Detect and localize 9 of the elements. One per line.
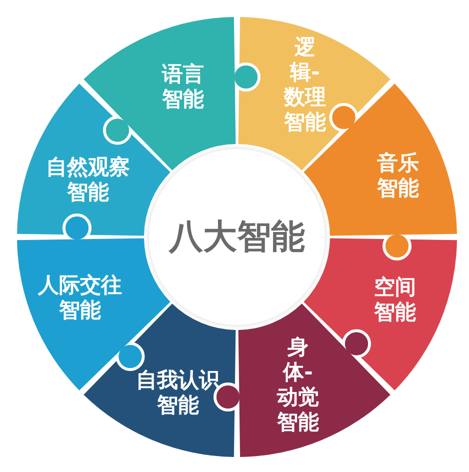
segment-label: 语言智能 xyxy=(160,62,205,112)
segment-label: 人际交往智能 xyxy=(36,273,123,323)
segment-label: 空间智能 xyxy=(372,275,417,325)
segment-label: 逻辑-数理智能 xyxy=(282,35,327,135)
segment-label: 身体-动觉智能 xyxy=(276,335,320,435)
center-label: 八大智能 xyxy=(169,216,305,259)
segment-label: 音乐智能 xyxy=(376,151,420,201)
segment-label: 自然观察智能 xyxy=(45,155,131,205)
segment-label: 自我认识智能 xyxy=(135,368,221,418)
